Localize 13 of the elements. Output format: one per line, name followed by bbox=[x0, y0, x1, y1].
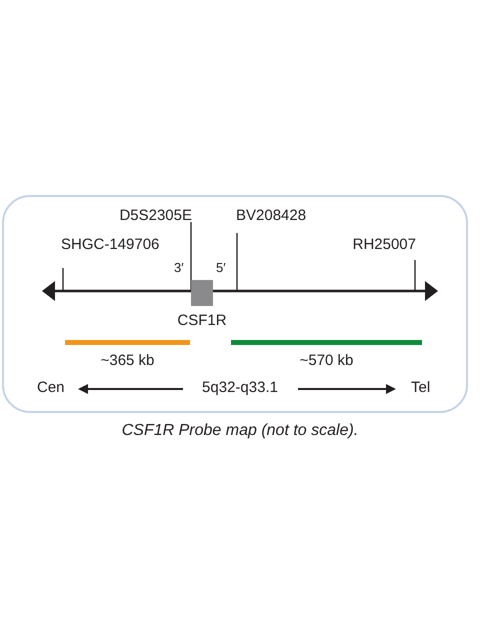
probe-size-label: ~365 kb bbox=[100, 352, 154, 370]
centromere-label: Cen bbox=[37, 379, 65, 397]
probe-size-label: ~570 kb bbox=[300, 352, 354, 370]
marker-label: SHGC-149706 bbox=[61, 236, 160, 254]
marker-label: RH25007 bbox=[352, 236, 416, 254]
telomere-label: Tel bbox=[411, 379, 430, 397]
caption: CSF1R Probe map (not to scale). bbox=[122, 421, 358, 441]
marker-label: D5S2305E bbox=[119, 207, 192, 225]
marker-label: BV208428 bbox=[236, 207, 306, 225]
gene-label: CSF1R bbox=[177, 312, 227, 330]
strand-end-label: 3′ bbox=[174, 260, 184, 276]
band-label: 5q32-q33.1 bbox=[202, 379, 278, 397]
strand-end-label: 5′ bbox=[216, 260, 226, 276]
